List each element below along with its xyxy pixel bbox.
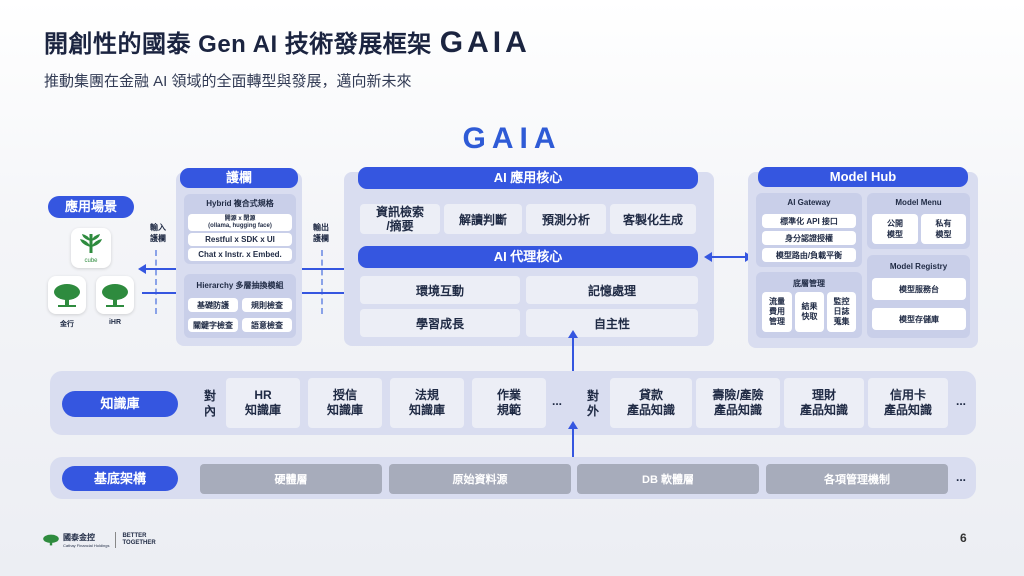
arrow-core-hub <box>708 256 748 258</box>
internal-ellipsis: ... <box>552 394 563 408</box>
page-subtitle: 推動集團在金融 AI 領域的全面轉型與發展，邁向新未來 <box>44 73 412 90</box>
footer-logo: 國泰金控 Cathay Financial Holdings BETTER TO… <box>42 532 156 548</box>
page-number: 6 <box>960 531 967 545</box>
app-icon-jinhang <box>48 276 86 314</box>
output-guard-dash <box>321 250 323 314</box>
gaia-logo: GAIA <box>462 122 562 155</box>
model-registry-title: Model Registry <box>889 262 948 271</box>
footer-company-en: Cathay Financial Holdings <box>63 543 110 548</box>
title-text: 開創性的國泰 Gen AI 技術發展框架 <box>44 31 432 58</box>
kb-internal-operation: 作業 規範 <box>472 378 546 428</box>
hybrid-item-opensource: 開源 x 閉源 (ollama, hugging face) <box>188 214 292 231</box>
arrow-head-left-icon <box>704 252 712 262</box>
agent-item-learning: 學習成長 <box>360 309 520 337</box>
kb-internal-regulation: 法規 知識庫 <box>390 378 464 428</box>
app-label-ihr: iHR <box>108 319 122 326</box>
knowledge-pill: 知識庫 <box>62 391 178 417</box>
ai-app-core-title: AI 應用核心 <box>358 167 698 189</box>
infra-ellipsis: ... <box>956 470 967 484</box>
hierarchy-basic: 基礎防護 <box>188 298 238 312</box>
kb-external-insurance: 壽險/產險 產品知識 <box>696 378 780 428</box>
cathay-tree-icon <box>43 534 59 546</box>
app-icon-ihr <box>96 276 134 314</box>
kb-internal-hr: HR 知識庫 <box>226 378 300 428</box>
menu-item-public: 公開 模型 <box>872 214 918 244</box>
footer-company: 國泰金控 <box>63 533 95 542</box>
ai-core-item-custom: 客製化生成 <box>610 204 696 234</box>
arrow-knowledge-infra <box>572 424 574 464</box>
model-menu-title: Model Menu <box>895 198 942 207</box>
app-scene-pill: 應用場景 <box>48 196 134 218</box>
output-guard-label: 輸出 護欄 <box>313 223 329 243</box>
base-item-traffic: 流量 費用 管理 <box>762 292 792 332</box>
menu-item-private: 私有 模型 <box>921 214 966 244</box>
registry-service: 模型服務台 <box>872 278 966 300</box>
agent-item-memory: 記憶處理 <box>526 276 698 304</box>
arrow-head-left-icon <box>138 264 146 274</box>
infra-pill: 基底架構 <box>62 466 178 491</box>
ai-agent-core-title: AI 代理核心 <box>358 246 698 268</box>
hierarchy-keyword: 關鍵字檢查 <box>188 318 238 332</box>
footer-slogan: BETTER TOGETHER <box>122 533 156 546</box>
kb-internal-credit: 授信 知識庫 <box>308 378 382 428</box>
external-ellipsis: ... <box>956 394 967 408</box>
agent-item-autonomy: 自主性 <box>526 309 698 337</box>
base-item-monitor: 監控 日誌 蒐集 <box>827 292 856 332</box>
svg-text:cube: cube <box>84 258 98 264</box>
tree-icon <box>102 284 128 307</box>
base-item-cache: 結果 快取 <box>795 292 824 332</box>
model-hub-title: Model Hub <box>758 167 968 187</box>
infra-hardware: 硬體層 <box>200 464 382 494</box>
agent-item-env: 環境互動 <box>360 276 520 304</box>
kb-external-wealth: 理財 產品知識 <box>784 378 864 428</box>
hybrid-title: Hybrid 複合式規格 <box>206 199 274 208</box>
gateway-auth: 身分認證授權 <box>762 231 856 245</box>
registry-storage: 模型存儲庫 <box>872 308 966 330</box>
infra-raw-data: 原始資料源 <box>389 464 571 494</box>
ai-core-item-predict: 預測分析 <box>526 204 606 234</box>
tree-icon <box>54 284 80 307</box>
input-guard-label: 輸入 護欄 <box>150 223 166 243</box>
arrow-core-knowledge <box>572 334 574 378</box>
gateway-title: AI Gateway <box>787 198 831 207</box>
internal-label: 對 內 <box>203 389 216 418</box>
ai-core-item-retrieval: 資訊檢索 /摘要 <box>360 204 440 234</box>
arrow-head-up-icon <box>568 421 578 429</box>
title-gaia-logo: GAIA <box>439 26 531 59</box>
input-guard-dash <box>155 250 157 314</box>
gateway-routing: 模型路由/負載平衡 <box>762 248 856 262</box>
hybrid-item-chat: Chat x Instr. x Embed. <box>188 248 292 261</box>
footer-divider <box>115 532 117 548</box>
kb-external-creditcard: 信用卡 產品知識 <box>868 378 948 428</box>
page-title: 開創性的國泰 Gen AI 技術發展框架 GAIA <box>44 24 531 60</box>
infra-management: 各項管理機制 <box>766 464 948 494</box>
gateway-api: 標準化 API 接口 <box>762 214 856 228</box>
arrow-head-up-icon <box>568 330 578 338</box>
guardrail-title: 護欄 <box>180 168 298 188</box>
hybrid-item-restful: Restful x SDK x UI <box>188 233 292 246</box>
hierarchy-title: Hierarchy 多層抽換模組 <box>196 281 284 290</box>
cube-app-icon: cube <box>71 228 111 268</box>
kb-external-loan: 貸款 產品知識 <box>610 378 692 428</box>
app-label-jinhang: 金行 <box>60 321 74 328</box>
hierarchy-semantic: 語意檢查 <box>242 318 292 332</box>
cube-logo-icon: cube <box>80 234 102 264</box>
hierarchy-rule: 規則檢查 <box>242 298 292 312</box>
external-label: 對 外 <box>586 389 599 418</box>
infra-db: DB 軟體層 <box>577 464 759 494</box>
ai-core-item-interpret: 解讀判斷 <box>444 204 522 234</box>
base-mgmt-title: 底層管理 <box>793 279 825 288</box>
